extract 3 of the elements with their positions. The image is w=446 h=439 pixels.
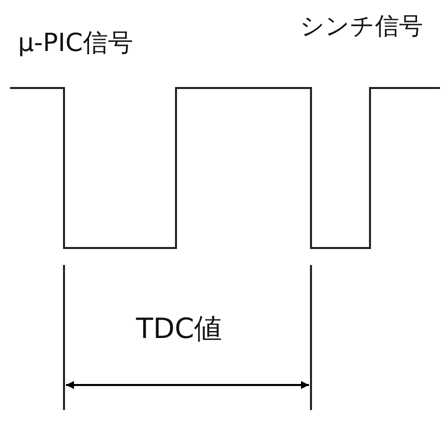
signal-label: シンチ信号 — [300, 14, 423, 38]
signal-label: μ-PIC信号 — [18, 30, 133, 55]
measurement-label: TDC値 — [136, 315, 222, 343]
